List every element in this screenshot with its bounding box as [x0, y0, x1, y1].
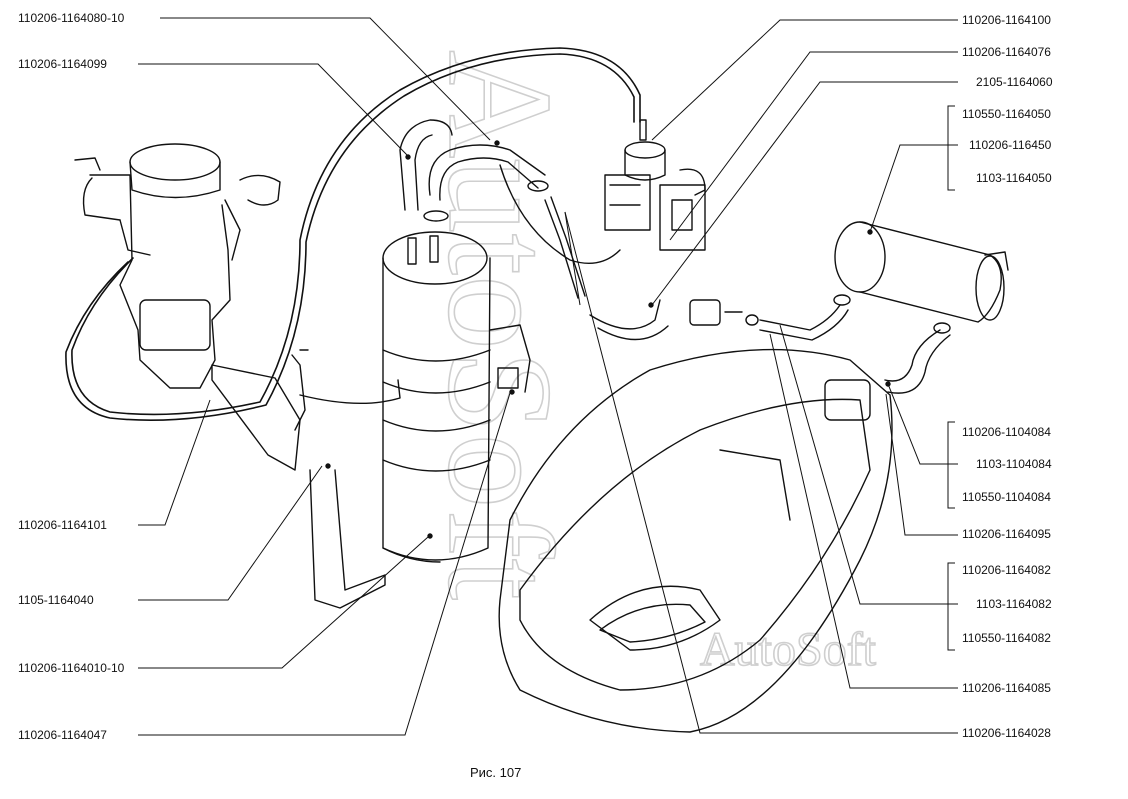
label-left-6: 110206-1164047	[18, 728, 107, 742]
label-right-11: 110206-1164082	[962, 563, 1051, 577]
check-valve	[589, 294, 851, 341]
vapor-hose-long	[65, 47, 641, 421]
watermark-small: AutoSoft	[700, 623, 877, 676]
label-right-6: 1103-1164050	[976, 171, 1052, 185]
label-right-9: 110550-1104084	[962, 490, 1051, 504]
fuel-tank	[498, 348, 893, 733]
carburetor	[74, 143, 281, 389]
label-right-13: 110550-1164082	[962, 631, 1051, 645]
label-right-12: 1103-1164082	[976, 597, 1052, 611]
label-right-2: 110206-1164076	[962, 45, 1051, 59]
solenoid-valve	[604, 119, 706, 251]
label-left-3: 110206-1164101	[18, 518, 107, 532]
separator	[834, 221, 1009, 323]
label-left-1: 110206-1164080-10	[18, 11, 125, 25]
hose-curved-top	[399, 119, 549, 222]
watermark: AutoSoft AutoSoft	[416, 49, 877, 677]
label-left-4: 1105-1164040	[18, 593, 94, 607]
charcoal-canister	[382, 231, 491, 563]
label-right-3: 2105-1164060	[976, 75, 1053, 89]
label-brackets	[947, 105, 955, 651]
label-right-4: 110550-1164050	[962, 107, 1051, 121]
hose-separator	[884, 322, 951, 394]
label-right-7: 110206-1104084	[962, 425, 1051, 439]
label-right-5: 110206-116450	[969, 138, 1052, 152]
label-right-15: 110206-1164028	[962, 726, 1051, 740]
label-right-10: 110206-1164095	[962, 527, 1051, 541]
watermark-large: AutoSoft	[417, 50, 583, 600]
label-left-5: 110206-1164010-10	[18, 661, 125, 675]
label-right-14: 110206-1164085	[962, 681, 1051, 695]
leader-lines	[138, 17, 958, 736]
bracket	[211, 349, 386, 609]
figure-caption: Рис. 107	[470, 765, 522, 780]
label-left-2: 110206-1164099	[18, 57, 107, 71]
canister-straps	[299, 324, 531, 405]
label-right-8: 1103-1104084	[976, 457, 1052, 471]
label-right-1: 110206-1164100	[962, 13, 1051, 27]
hose-canister-valve	[499, 164, 621, 299]
